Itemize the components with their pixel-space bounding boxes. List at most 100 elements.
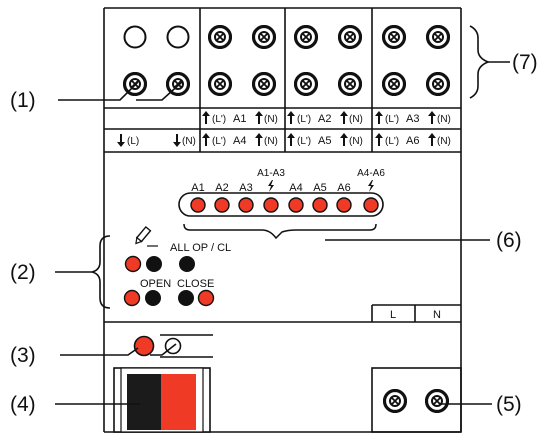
manual-mode-led: [124, 255, 142, 273]
label-a5-post: (N): [349, 136, 363, 147]
callout-7: (7): [512, 51, 538, 74]
led-label-a4-a6: A4-A6: [357, 168, 385, 179]
lower-terminal-l-label: L: [390, 309, 396, 321]
open-button[interactable]: [145, 290, 161, 306]
lower-terminal-n-label: N: [433, 309, 441, 321]
empty-terminal-icon: [123, 25, 147, 49]
manual-controls: ALL OP / CL OPEN CLOSE: [123, 225, 231, 307]
led-label-a4: A4: [289, 182, 302, 194]
callout-4: (4): [10, 393, 36, 416]
led-a4-a6: [363, 197, 379, 213]
label-a6-name: A6: [406, 135, 419, 147]
operating-switch[interactable]: [113, 367, 211, 433]
all-op-cl-label: ALL OP / CL: [170, 242, 231, 254]
close-button[interactable]: [178, 290, 194, 306]
up-arrow-icon: [202, 111, 210, 125]
open-label: OPEN: [140, 278, 171, 290]
screw-icon: [383, 389, 407, 413]
label-a4-name: A4: [233, 135, 246, 147]
bolt-icon: [368, 180, 374, 192]
bolt-icon: [268, 180, 274, 192]
screw-icon: [426, 25, 450, 49]
led-label-a3: A3: [239, 182, 252, 194]
up-arrow-icon: [287, 133, 295, 147]
screw-icon: [426, 72, 450, 96]
screw-icon: [252, 25, 276, 49]
label-a1-name: A1: [233, 113, 246, 125]
screw-icon: [382, 72, 406, 96]
up-arrow-icon: [287, 111, 295, 125]
screw-icon: [294, 72, 318, 96]
label-a5-name: A5: [318, 135, 331, 147]
programming-led: [133, 335, 155, 357]
callout-2: (2): [10, 261, 36, 284]
callout-1: (1): [10, 89, 36, 112]
up-arrow-icon: [340, 133, 348, 147]
led-a1: [190, 197, 206, 213]
led-a2: [214, 197, 230, 213]
led-label-a2: A2: [215, 182, 228, 194]
callout-6: (6): [496, 229, 522, 252]
led-a4: [288, 197, 304, 213]
label-a1-pre: (L'): [212, 114, 226, 125]
terminal-labels-row-1: (L') A1 (N) (L') A2 (N) (L') A3 (N): [202, 111, 451, 125]
led-a6: [336, 197, 352, 213]
screw-icon: [425, 389, 449, 413]
label-a2-name: A2: [318, 113, 331, 125]
led-label-a1: A1: [191, 182, 204, 194]
label-a6-post: (N): [437, 136, 451, 147]
screw-icon: [252, 72, 276, 96]
led-a1-a3: [263, 197, 279, 213]
all-op-cl-button[interactable]: [179, 256, 195, 272]
up-arrow-icon: [255, 111, 263, 125]
label-a4-post: (N): [264, 136, 278, 147]
up-arrow-icon: [255, 133, 263, 147]
manual-mode-button[interactable]: [146, 256, 162, 272]
switch-dark-half: [127, 374, 161, 430]
up-arrow-icon: [340, 111, 348, 125]
manual-mode-icon: [135, 225, 152, 245]
terminal-labels-row-2: (L) (N) (L') A4 (N) (L') A5 (N) (L') A6 …: [117, 133, 451, 147]
led-a5: [312, 197, 328, 213]
screw-icon: [338, 72, 362, 96]
led-strip: [178, 192, 384, 217]
led-a3: [238, 197, 254, 213]
up-arrow-icon: [202, 133, 210, 147]
open-led: [123, 289, 141, 307]
callout-leaders: [55, 61, 510, 405]
led-bracket: [183, 223, 377, 240]
label-a4-pre: (L'): [212, 136, 226, 147]
label-a2-post: (N): [349, 114, 363, 125]
label-a1-post: (N): [264, 114, 278, 125]
up-arrow-icon: [428, 111, 436, 125]
led-label-a6: A6: [337, 182, 350, 194]
callout-3: (3): [10, 344, 36, 367]
label-a3-pre: (L'): [385, 114, 399, 125]
label-a5-pre: (L'): [297, 136, 311, 147]
close-label: CLOSE: [177, 278, 214, 290]
second-terminal-row: [123, 72, 450, 96]
label-supply-n: (N): [182, 136, 196, 147]
label-a3-name: A3: [406, 113, 419, 125]
label-a2-pre: (L'): [297, 114, 311, 125]
up-arrow-icon: [375, 133, 383, 147]
empty-terminal-icon: [166, 25, 190, 49]
controls-bracket: [91, 235, 111, 309]
screw-icon: [338, 25, 362, 49]
screw-icon: [294, 25, 318, 49]
screw-icon: [382, 25, 406, 49]
callout-5: (5): [496, 393, 522, 416]
programming-area: [133, 334, 213, 358]
close-led: [197, 289, 215, 307]
label-supply-l: (L): [127, 136, 139, 147]
led-label-a5: A5: [313, 182, 326, 194]
down-arrow-icon: [117, 133, 125, 147]
terminal-bracket: [469, 25, 491, 99]
down-arrow-icon: [173, 133, 181, 147]
up-arrow-icon: [375, 111, 383, 125]
screw-icon: [208, 72, 232, 96]
device-housing: [103, 7, 462, 433]
led-label-a1-a3: A1-A3: [257, 168, 285, 179]
